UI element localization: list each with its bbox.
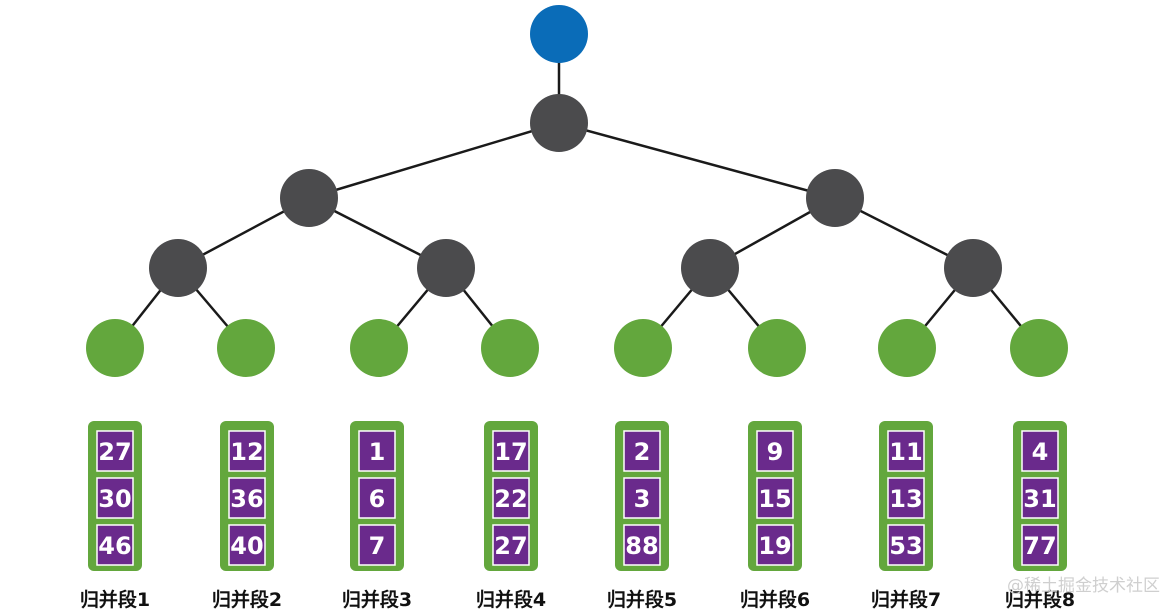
run-cell	[887, 430, 925, 472]
run-cell-value: 27	[98, 438, 131, 466]
leaf-node	[481, 319, 539, 377]
tree-edge	[558, 121, 836, 200]
run-cell-value: 12	[230, 438, 263, 466]
run-cell-value: 27	[494, 532, 527, 560]
run-cell-value: 9	[767, 438, 784, 466]
leaf-node	[217, 319, 275, 377]
leaf-node	[86, 319, 144, 377]
leaf-node	[748, 319, 806, 377]
internal-node	[280, 169, 338, 227]
leaf-node	[614, 319, 672, 377]
run-cell	[492, 430, 530, 472]
merge-run: 12 36 40 归并段2	[212, 421, 282, 611]
leaf-node	[350, 319, 408, 377]
run-cell	[228, 477, 266, 519]
merge-run: 4 31 77 归并段8	[1005, 421, 1075, 611]
run-cell	[756, 477, 794, 519]
run-cell-value: 6	[369, 485, 386, 513]
root-node	[530, 5, 588, 63]
leaf-node	[1010, 319, 1068, 377]
run-label: 归并段4	[476, 588, 546, 611]
run-cell-value: 3	[634, 485, 651, 513]
merge-run: 17 22 27 归并段4	[476, 421, 546, 611]
run-cell	[96, 477, 134, 519]
run-cell	[1021, 524, 1059, 566]
merge-run: 9 15 19 归并段6	[740, 421, 810, 611]
run-cell-value: 31	[1023, 485, 1056, 513]
run-cell	[492, 524, 530, 566]
run-cell-value: 15	[758, 485, 791, 513]
run-cell	[358, 524, 396, 566]
run-cell-value: 4	[1032, 438, 1049, 466]
run-cell	[358, 430, 396, 472]
run-cell-value: 88	[625, 532, 658, 560]
run-cell	[623, 430, 661, 472]
run-cell	[358, 477, 396, 519]
tree-edges	[114, 34, 1040, 349]
run-label: 归并段5	[607, 588, 677, 611]
internal-node	[681, 239, 739, 297]
run-cell	[1021, 477, 1059, 519]
run-cell-value: 11	[889, 438, 922, 466]
merge-run: 2 3 88 归并段5	[607, 421, 677, 611]
run-cell-value: 36	[230, 485, 263, 513]
run-cell	[228, 430, 266, 472]
run-cell-value: 46	[98, 532, 131, 560]
run-cell-value: 19	[758, 532, 791, 560]
run-cell-value: 2	[634, 438, 651, 466]
internal-node	[417, 239, 475, 297]
run-cell	[228, 524, 266, 566]
run-cell-value: 53	[889, 532, 922, 560]
internal-node	[944, 239, 1002, 297]
run-label: 归并段6	[740, 588, 810, 611]
run-cell-value: 1	[369, 438, 386, 466]
run-cell-value: 77	[1023, 532, 1056, 560]
merge-run: 27 30 46 归并段1	[80, 421, 150, 611]
run-label: 归并段1	[80, 588, 150, 611]
merge-run: 11 13 53 归并段7	[871, 421, 941, 611]
run-cell-value: 17	[494, 438, 527, 466]
run-cell	[96, 430, 134, 472]
run-cell	[887, 477, 925, 519]
run-cell	[756, 524, 794, 566]
internal-node	[530, 94, 588, 152]
leaf-node	[878, 319, 936, 377]
merge-runs: 27 30 46 归并段1 12 36 40 归并段2 1 6 7 归并段3 17 22 27 归并段4 2 3 8…	[80, 421, 1075, 611]
run-cell	[623, 477, 661, 519]
run-label: 归并段8	[1005, 588, 1075, 611]
run-cell	[1021, 430, 1059, 472]
run-cell-value: 13	[889, 485, 922, 513]
run-cell-value: 40	[230, 532, 263, 560]
run-cell	[887, 524, 925, 566]
tree-edge	[308, 121, 560, 200]
run-cell	[492, 477, 530, 519]
run-cell	[756, 430, 794, 472]
run-cell-value: 22	[494, 485, 527, 513]
tree-nodes	[86, 5, 1068, 377]
watermark-text: @稀土掘金技术社区	[1007, 576, 1160, 596]
run-label: 归并段7	[871, 588, 941, 611]
run-label: 归并段2	[212, 588, 282, 611]
run-cell	[623, 524, 661, 566]
internal-node	[149, 239, 207, 297]
run-cell-value: 30	[98, 485, 131, 513]
merge-run: 1 6 7 归并段3	[342, 421, 412, 611]
run-cell-value: 7	[369, 532, 386, 560]
internal-node	[806, 169, 864, 227]
run-cell	[96, 524, 134, 566]
run-label: 归并段3	[342, 588, 412, 611]
